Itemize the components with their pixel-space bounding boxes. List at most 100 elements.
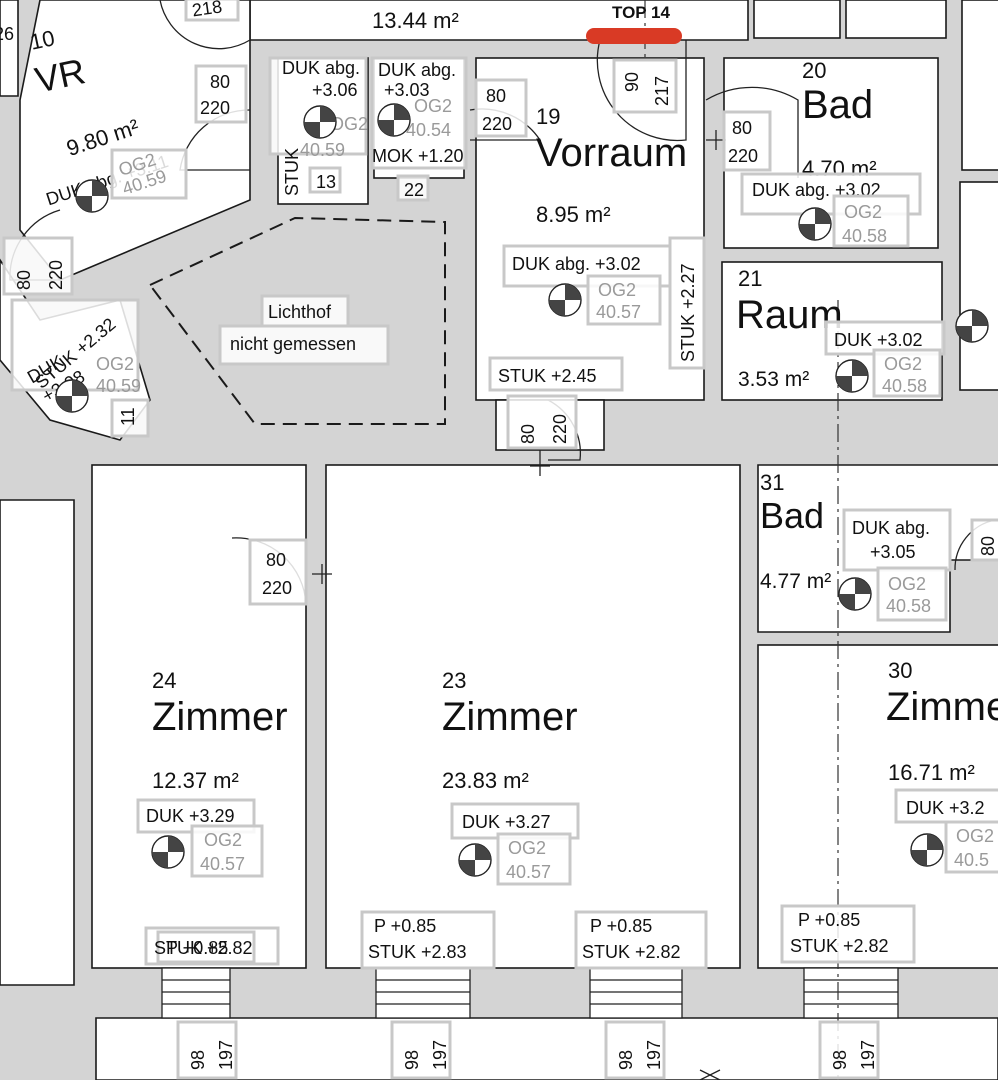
zimmer24-og-tag — [190, 824, 264, 878]
duct-b-duk: DUK abg. — [378, 60, 456, 80]
zimmer24-p-tag — [156, 930, 256, 964]
door-top-left-size: 218 — [191, 0, 224, 20]
zimmer23-og: OG2 — [508, 838, 546, 858]
zimmer30-stuk: STUK +2.82 — [790, 936, 889, 956]
duct-c-number-tag — [110, 398, 150, 438]
duct-c-level-marker — [55, 379, 89, 413]
window-1-tag — [176, 1020, 238, 1080]
window-3-height: 197 — [644, 1040, 664, 1070]
zimmer30-level-marker — [910, 833, 944, 867]
zimmer30-og-tag — [944, 820, 998, 874]
vorraum-og-tag — [586, 274, 662, 326]
door-1-tag — [194, 64, 248, 124]
zimmer23-p2: P +0.85 — [590, 916, 652, 936]
lichthof-line2: nicht gemessen — [230, 334, 356, 354]
duct-a-value: +3.06 — [312, 80, 358, 100]
vorraum-stuk: STUK +2.45 — [498, 366, 597, 386]
vorraum-stuk-tag — [488, 356, 624, 392]
duct-b-number-tag — [396, 174, 430, 202]
door-z24-tag — [248, 538, 308, 606]
vorraum-duk: DUK abg. +3.02 — [512, 254, 641, 274]
door-top-left-tag — [184, 0, 240, 22]
room-bottom-strip — [95, 1017, 998, 1080]
zimmer23-og-value: 40.57 — [506, 862, 551, 882]
vorraum-stuk-side: STUK +2.27 — [678, 263, 698, 362]
raum21-og-value: 40.58 — [882, 376, 927, 396]
room-right-edge-a — [961, 0, 998, 171]
vorraum-name: Vorraum — [536, 131, 687, 175]
window-3-tag — [604, 1020, 666, 1080]
zimmer30-duk-tag — [894, 788, 998, 824]
zimmer23-og-tag — [496, 832, 572, 886]
top-label: TOP 14 — [612, 3, 671, 22]
door-31-width: 80 — [978, 536, 998, 556]
bad20-og: OG2 — [844, 202, 882, 222]
room-vr — [19, 0, 251, 281]
raum21-level-marker — [835, 359, 869, 393]
bad31-number: 31 — [760, 470, 784, 495]
duct-a-og: OG2 — [330, 114, 368, 134]
bad31-duk-value: +3.05 — [870, 542, 916, 562]
door-31-tag — [970, 518, 998, 562]
bad20-og-value: 40.58 — [842, 226, 887, 246]
window-2-tag — [390, 1020, 452, 1080]
duct-b-level-marker — [377, 103, 411, 137]
bad31-name: Bad — [760, 495, 824, 536]
bad20-level-marker — [798, 207, 832, 241]
top-marker — [586, 28, 682, 44]
zimmer30-area: 16.71 m² — [888, 760, 975, 785]
zimmer30-og-value: 40.5 — [954, 850, 989, 870]
duct-a-number: 13 — [316, 172, 336, 192]
door-vr-width: 80 — [14, 270, 34, 290]
zimmer24-stuk: STUK +2.82 — [154, 938, 253, 958]
duct-a-number-tag — [308, 166, 342, 194]
bad31-og-tag — [876, 566, 948, 622]
raum21-number: 21 — [738, 266, 762, 291]
door-top-tag — [612, 58, 678, 114]
duct-a-level-marker — [303, 105, 337, 139]
zimmer23-name: Zimmer — [442, 695, 578, 739]
zimmer23-area: 23.83 m² — [442, 768, 529, 793]
duct-b-mok: MOK +1.20 — [372, 146, 464, 166]
zimmer24-og: OG2 — [204, 830, 242, 850]
door-1-width: 80 — [210, 72, 230, 92]
bad31-level-marker — [838, 577, 872, 611]
vorraum-area: 8.95 m² — [536, 202, 611, 227]
window-1-width: 98 — [188, 1050, 208, 1070]
vr-number: 10 — [28, 25, 57, 55]
bad31-duk: DUK abg. — [852, 518, 930, 538]
zimmer30-number: 30 — [888, 658, 912, 683]
door-z24-width: 80 — [266, 550, 286, 570]
lichthof-line1: Lichthof — [268, 302, 332, 322]
door-vorraum-width: 80 — [518, 424, 538, 444]
duct-b-value: +3.03 — [384, 80, 430, 100]
zimmer23-stuk2: STUK +2.82 — [582, 942, 681, 962]
door-bad-width: 80 — [732, 118, 752, 138]
lichthof-outline — [148, 216, 446, 425]
door-bad-height: 220 — [728, 146, 758, 166]
duct-a-duk: DUK abg. — [282, 58, 360, 78]
duct-c-og-value: 40.59 — [96, 376, 141, 396]
window-4-height: 197 — [858, 1040, 878, 1070]
vr-og-tag — [110, 148, 188, 200]
duct-a-stuk: STUK — [282, 148, 302, 196]
vorraum-og-value: 40.57 — [596, 302, 641, 322]
duct-c-og: OG2 — [96, 354, 134, 374]
zimmer24-stuk-tag — [144, 926, 280, 966]
top-area: 13.44 m² — [372, 8, 459, 33]
zimmer23-p1-tag — [360, 910, 496, 970]
window-2-height: 197 — [430, 1040, 450, 1070]
raum21-area: 3.53 m² — [738, 368, 809, 391]
zimmer30-duk: DUK +3.2 — [906, 798, 985, 818]
door-top-height: 217 — [652, 76, 672, 106]
door-z24-height: 220 — [262, 578, 292, 598]
zimmer23-p1: P +0.85 — [374, 916, 436, 936]
zimmer23-duk-tag — [450, 802, 580, 840]
door-2-width: 80 — [486, 86, 506, 106]
zimmer24-p: P +0.85 — [166, 938, 228, 958]
right-edge-level-marker — [955, 309, 989, 343]
bad20-name: Bad — [802, 83, 873, 127]
window-4-tag — [818, 1020, 880, 1080]
vorraum-stuk-side-tag — [668, 236, 706, 370]
zimmer30-name: Zimme — [886, 685, 998, 729]
